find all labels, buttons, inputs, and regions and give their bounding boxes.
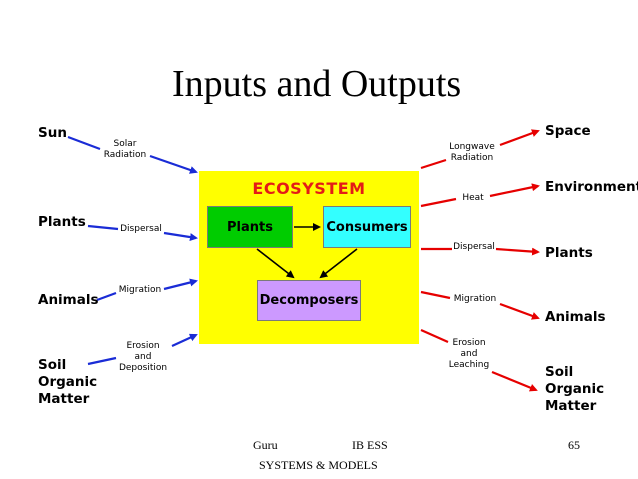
input-source-line: Sun [38, 125, 67, 141]
output-flow-dispersal: Dispersal [450, 242, 498, 253]
output-flow-line: Leaching [448, 360, 490, 370]
footer-course: IB ESS [352, 438, 388, 452]
input-flow-line: Radiation [103, 150, 147, 160]
footer-author: Guru [253, 438, 278, 452]
output-sink-animals: Animals [545, 309, 606, 326]
output-arrow-environment [420, 186, 538, 208]
plants-box: Plants [207, 206, 293, 248]
input-source-line: Soil [38, 357, 67, 373]
input-flow-line: Migration [118, 285, 162, 295]
input-flow-line: Dispersal [120, 224, 162, 234]
internal-arrows [256, 223, 358, 279]
decomposers-box: Decomposers [257, 280, 361, 321]
ecosystem-box: ECOSYSTEM Plants Consumers Decomposers [199, 171, 419, 344]
output-sink-line: Organic [545, 381, 605, 397]
output-sink-line: Plants [545, 245, 593, 261]
input-source-animals: Animals [38, 292, 99, 309]
output-flow-line: Radiation [450, 153, 494, 163]
output-flow-heat: Heat [456, 193, 490, 204]
output-sink-line: Soil [545, 364, 574, 380]
input-flow-erosion-deposition: Erosion and Deposition [114, 341, 172, 374]
output-flow-line: and [460, 349, 478, 359]
input-flow-migration: Migration [113, 285, 167, 296]
output-flow-line: Heat [462, 193, 484, 203]
input-arrow-plants [87, 224, 196, 238]
output-arrow-animals [420, 290, 538, 318]
output-sink-line: Environment [545, 179, 638, 195]
output-arrow-plants [421, 249, 538, 252]
output-sink-space: Space [545, 123, 591, 140]
input-arrow-soil [87, 335, 196, 366]
output-sink-soil: Soil Organic Matter [545, 364, 604, 415]
output-sink-plants: Plants [545, 245, 593, 262]
consumers-to-decomposers-arrow [319, 248, 358, 279]
input-source-line: Matter [38, 391, 90, 407]
output-flow-line: Erosion [452, 338, 486, 348]
input-source-line: Animals [38, 292, 99, 308]
output-flow-migration: Migration [448, 294, 502, 305]
footer-topic: SYSTEMS & MODELS [259, 458, 378, 472]
output-flow-longwave-radiation: Longwave Radiation [444, 142, 500, 164]
input-flow-dispersal: Dispersal [115, 224, 167, 235]
input-source-line: Plants [38, 214, 86, 230]
input-flow-line: Erosion [126, 341, 160, 351]
input-flow-line: Solar [113, 139, 137, 149]
input-arrow-sun [67, 135, 196, 172]
input-source-sun: Sun [38, 125, 67, 142]
input-arrow-animals [96, 281, 196, 302]
ecosystem-title: ECOSYSTEM [252, 179, 366, 198]
output-sink-environment: Environment [545, 179, 638, 196]
input-source-plants: Plants [38, 214, 86, 231]
output-flow-line: Dispersal [453, 242, 495, 252]
output-sink-line: Space [545, 123, 591, 139]
plants-to-decomposers-arrow [256, 248, 295, 279]
slide-title: Inputs and Outputs [172, 63, 462, 105]
input-source-line: Organic [38, 374, 98, 390]
output-arrow-soil [420, 328, 536, 390]
input-flow-solar-radiation: Solar Radiation [98, 139, 152, 161]
input-source-soil: Soil Organic Matter [38, 357, 97, 408]
output-arrow-space [420, 131, 538, 170]
output-flow-line: Migration [453, 294, 497, 304]
output-flow-erosion-leaching: Erosion and Leaching [442, 338, 496, 371]
output-flow-line: Longwave [449, 142, 495, 152]
consumers-box: Consumers [323, 206, 411, 248]
output-sink-line: Matter [545, 398, 597, 414]
input-flow-line: Deposition [118, 363, 168, 373]
input-flow-line: and [134, 352, 152, 362]
footer-page-number: 65 [568, 438, 580, 452]
output-sink-line: Animals [545, 309, 606, 325]
